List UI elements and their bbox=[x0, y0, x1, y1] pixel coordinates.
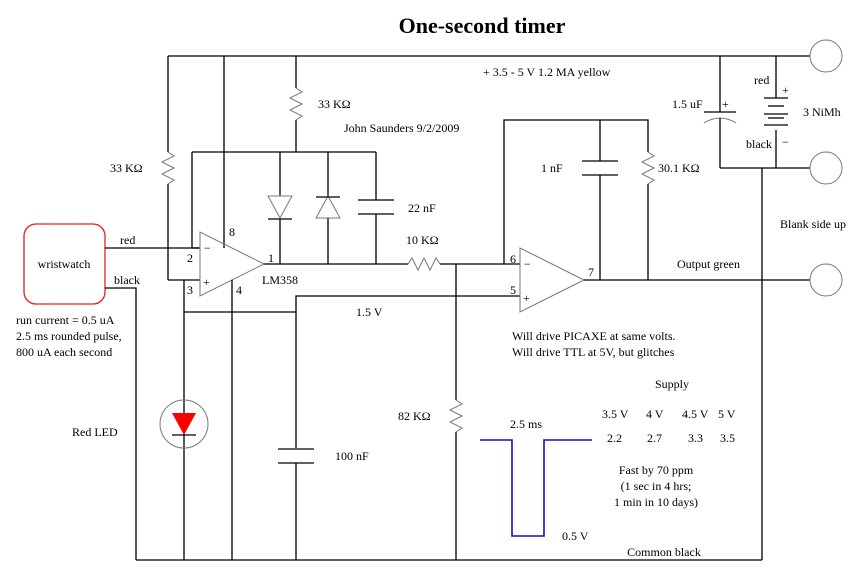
blank-side-label: Blank side up bbox=[780, 217, 846, 231]
wire-left-rail bbox=[160, 56, 200, 281]
pin-4: 4 bbox=[236, 283, 242, 297]
opamp-lm358-b: − + bbox=[519, 247, 586, 313]
wire-black-label: black bbox=[114, 273, 140, 287]
capacitor-100nf-label: 100 nF bbox=[335, 449, 369, 463]
supply-label: + 3.5 - 5 V 1.2 MA yellow bbox=[483, 65, 611, 79]
svg-text:+: + bbox=[523, 291, 530, 305]
resistor-top bbox=[288, 56, 304, 152]
resistor-left-label: 33 KΩ bbox=[110, 161, 143, 175]
supply-table: 3.5 V 4 V 4.5 V 5 V 2.2 2.7 3.3 3.5 bbox=[602, 407, 736, 445]
wristwatch-box bbox=[23, 223, 106, 305]
resistor-top-label: 33 KΩ bbox=[318, 97, 351, 111]
resistor-10k bbox=[407, 256, 441, 272]
battery-label: 3 NiMh bbox=[803, 105, 841, 119]
feedback-2 bbox=[503, 119, 656, 280]
svg-text:5 V: 5 V bbox=[718, 407, 736, 421]
diode-1 bbox=[267, 195, 293, 264]
feedback-bus bbox=[191, 151, 377, 249]
author-label: John Saunders 9/2/2009 bbox=[344, 121, 459, 135]
capacitor-1v5uf-label: 1.5 uF bbox=[672, 97, 703, 111]
drive-note-1: Will drive PICAXE at same volts. bbox=[512, 329, 676, 343]
pin-3: 3 bbox=[187, 283, 193, 297]
pin-6: 6 bbox=[510, 252, 516, 266]
capacitor-22nf-label: 22 nF bbox=[408, 201, 436, 215]
fast-note-2: (1 sec in 4 hrs; bbox=[621, 479, 692, 493]
svg-text:3.5: 3.5 bbox=[720, 431, 735, 445]
svg-text:−: − bbox=[524, 257, 531, 271]
cap-plus: + bbox=[722, 97, 729, 111]
terminal-ground[interactable] bbox=[809, 151, 843, 185]
fast-note-1: Fast by 70 ppm bbox=[619, 463, 694, 477]
svg-text:4.5 V: 4.5 V bbox=[682, 407, 709, 421]
supply-table-header: Supply bbox=[655, 377, 689, 391]
pulse-width-label: 2.5 ms bbox=[510, 417, 542, 431]
watch-note-3: 800 uA each second bbox=[16, 345, 112, 359]
pin-2: 2 bbox=[187, 251, 193, 265]
v15-label: 1.5 V bbox=[356, 305, 383, 319]
pin-8: 8 bbox=[229, 225, 235, 239]
resistor-10k-label: 10 KΩ bbox=[406, 233, 439, 247]
battery-black-label: black bbox=[746, 137, 772, 151]
wire-black bbox=[105, 287, 137, 560]
led-label: Red LED bbox=[72, 425, 118, 439]
page-title: One-second timer bbox=[399, 13, 566, 38]
watch-note-2: 2.5 ms rounded pulse, bbox=[16, 329, 122, 343]
svg-text:−: − bbox=[204, 241, 211, 255]
battery-red-label: red bbox=[754, 73, 769, 87]
diode-2 bbox=[315, 194, 341, 264]
pin-5: 5 bbox=[510, 283, 516, 297]
terminal-supply[interactable] bbox=[809, 39, 843, 73]
svg-text:2.7: 2.7 bbox=[647, 431, 662, 445]
capacitor-22nf bbox=[358, 199, 394, 264]
pin-1: 1 bbox=[268, 251, 274, 265]
opamp-label: LM358 bbox=[262, 273, 298, 287]
capacitor-1nf-label: 1 nF bbox=[541, 161, 563, 175]
common-label: Common black bbox=[627, 545, 701, 559]
pulse-low-label: 0.5 V bbox=[562, 529, 589, 543]
battery-plus: + bbox=[782, 83, 789, 97]
capacitor-100nf bbox=[278, 448, 314, 560]
watch-note-1: run current = 0.5 uA bbox=[16, 313, 115, 327]
resistor-82k-label: 82 KΩ bbox=[398, 409, 431, 423]
red-led bbox=[159, 399, 209, 449]
svg-text:3.5 V: 3.5 V bbox=[602, 407, 629, 421]
svg-text:2.2: 2.2 bbox=[607, 431, 622, 445]
svg-text:+: + bbox=[203, 275, 210, 289]
fast-note-3: 1 min in 10 days) bbox=[614, 495, 698, 509]
output-label: Output green bbox=[677, 257, 740, 271]
terminal-output[interactable] bbox=[809, 263, 843, 297]
wire-1v5 bbox=[184, 295, 520, 313]
wire-red-label: red bbox=[120, 233, 135, 247]
resistor-30k-label: 30.1 KΩ bbox=[658, 161, 700, 175]
svg-text:4 V: 4 V bbox=[646, 407, 664, 421]
pulse-waveform bbox=[480, 439, 592, 537]
capacitor-1v5uf bbox=[703, 56, 737, 168]
resistor-82k bbox=[448, 264, 464, 560]
drive-note-2: Will drive TTL at 5V, but glitches bbox=[512, 345, 675, 359]
battery-minus: − bbox=[782, 135, 789, 149]
wristwatch-label: wristwatch bbox=[38, 257, 91, 271]
pin-7: 7 bbox=[588, 265, 594, 279]
svg-text:3.3: 3.3 bbox=[688, 431, 703, 445]
battery bbox=[764, 56, 788, 168]
